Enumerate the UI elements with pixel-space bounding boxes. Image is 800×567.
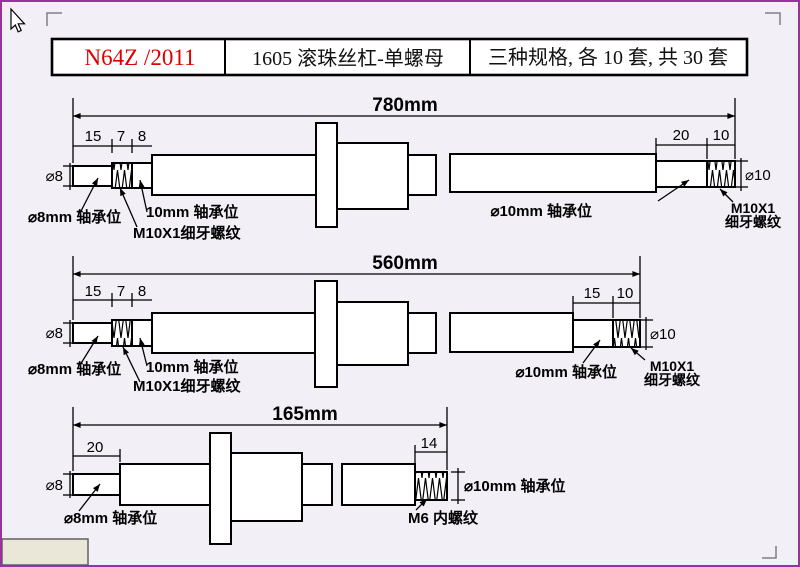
- label-m10x1-thread: M10X1细牙螺纹: [133, 224, 242, 242]
- dim-7: 7: [117, 283, 125, 300]
- callouts: ⌀8mm 轴承位 ⌀10mm 轴承位 M6 内螺纹: [64, 477, 566, 527]
- dim-total-length: 165mm: [272, 404, 338, 425]
- bearing-journal-10mm: [572, 319, 614, 348]
- screw-body-right: [449, 312, 574, 353]
- ball-nut: [336, 142, 409, 210]
- screw-outline: [72, 122, 736, 228]
- dimension-lines: [63, 256, 653, 350]
- label-10mm-dia-bearing: ⌀10mm 轴承位: [490, 202, 592, 220]
- bearing-seat-10mm: [131, 162, 153, 189]
- dim-8: 8: [138, 128, 146, 145]
- screw-body-right: [449, 153, 657, 193]
- dia-8-label: ⌀8: [46, 477, 63, 494]
- screw-outline: [72, 432, 448, 545]
- doc-spec: 三种规格, 各 10 套, 共 30 套: [488, 46, 728, 69]
- mouse-cursor-icon: [10, 7, 26, 33]
- dim-total-length: 560mm: [372, 253, 438, 274]
- thread-hatch: [112, 163, 132, 188]
- dia-10-label: ⌀10: [745, 167, 771, 184]
- dia-8-label: ⌀8: [46, 168, 63, 185]
- label-fine-thread: 细牙螺纹: [644, 372, 701, 388]
- label-10mm-dia-bearing: ⌀10mm 轴承位: [515, 363, 617, 381]
- dim-7: 7: [117, 128, 125, 145]
- label-10mm-bearing: 10mm 轴承位: [146, 203, 239, 221]
- dim-8: 8: [138, 283, 146, 300]
- dim-10-right: 10: [617, 285, 634, 302]
- label-m10x1: M10X1: [650, 358, 695, 374]
- margin-mark-bottomright-icon: [762, 546, 777, 559]
- dim-10: 10: [713, 127, 730, 144]
- shaft-end-8mm: [72, 165, 113, 187]
- dimension-lines: [63, 407, 465, 504]
- drawing-780mm: 780mm 15 7 8 20 10 ⌀8 ⌀10 ⌀8mm 轴承位 10mm …: [28, 95, 782, 242]
- dim-20: 20: [87, 439, 104, 456]
- thread-hatch: [707, 161, 735, 187]
- dia-8-label: ⌀8: [46, 325, 63, 342]
- thread-hatch: [613, 320, 640, 347]
- drawing-560mm: 560mm 15 7 8 15 10 ⌀8 ⌀10 ⌀8mm 轴承位 10mm …: [28, 253, 701, 395]
- label-8mm-bearing: ⌀8mm 轴承位: [28, 208, 121, 226]
- doc-product-title: 1605 滚珠丝杠-单螺母: [252, 47, 444, 70]
- dia-10-label: ⌀10: [650, 326, 676, 343]
- label-m6-thread: M6 内螺纹: [408, 509, 479, 527]
- margin-mark-topleft-icon: [46, 12, 62, 26]
- ball-nut: [230, 452, 303, 522]
- nut-flange: [209, 432, 232, 545]
- dimension-lines: [63, 98, 748, 191]
- nut-flange: [315, 122, 338, 228]
- label-10mm-bearing: 10mm 轴承位: [146, 358, 239, 376]
- dim-15: 15: [85, 128, 102, 145]
- drawing-165mm: 165mm 20 14 ⌀8 ⌀8mm 轴承位 ⌀10mm 轴承位 M6 内螺纹: [46, 404, 566, 545]
- label-10mm-dia-bearing: ⌀10mm 轴承位: [464, 477, 566, 495]
- background-window-corner: [2, 538, 89, 565]
- title-block: N64Z /2011 1605 滚珠丝杠-单螺母 三种规格, 各 10 套, 共…: [50, 37, 749, 77]
- dim-14: 14: [421, 435, 438, 452]
- doc-code: N64Z /2011: [85, 45, 196, 70]
- callouts: ⌀8mm 轴承位 10mm 轴承位 M10X1细牙螺纹 ⌀10mm 轴承位 M1…: [28, 335, 701, 395]
- margin-mark-topright-icon: [765, 12, 781, 25]
- label-m10x1-thread: M10X1细牙螺纹: [133, 377, 242, 395]
- dim-15: 15: [85, 283, 102, 300]
- title-block-frame: [50, 37, 749, 77]
- label-m10x1: M10X1: [731, 200, 776, 216]
- thread-hatch: [415, 472, 447, 500]
- callouts: ⌀8mm 轴承位 10mm 轴承位 M10X1细牙螺纹 ⌀10mm 轴承位 M1…: [28, 177, 782, 242]
- bearing-seat-10mm: [131, 319, 153, 347]
- label-fine-thread: 细牙螺纹: [725, 214, 782, 230]
- dim-20: 20: [673, 127, 690, 144]
- ball-nut: [336, 301, 409, 366]
- dim-15-right: 15: [584, 285, 601, 302]
- bearing-journal-10mm: [655, 160, 708, 188]
- shaft-end-8mm: [72, 322, 113, 344]
- shaft-end-8mm: [72, 473, 121, 496]
- screw-body-right: [341, 463, 416, 506]
- label-8mm-bearing: ⌀8mm 轴承位: [28, 360, 121, 378]
- screw-outline: [72, 280, 641, 388]
- dim-total-length: 780mm: [372, 95, 438, 116]
- thread-hatch: [112, 320, 132, 346]
- nut-flange: [314, 280, 338, 388]
- label-8mm-bearing: ⌀8mm 轴承位: [64, 509, 157, 527]
